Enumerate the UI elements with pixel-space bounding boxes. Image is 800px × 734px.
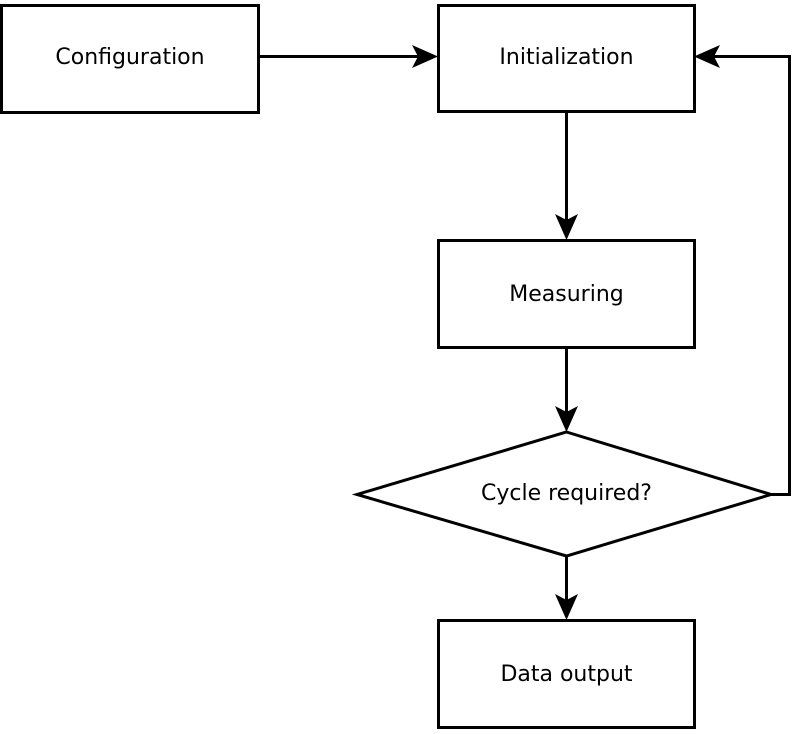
cycle-decision-label: Cycle required? xyxy=(481,481,652,506)
data-output-box[interactable] xyxy=(437,619,696,729)
data-output-label: Data output xyxy=(500,662,632,687)
configuration-label: Configuration xyxy=(55,45,204,70)
edge-initialization-to-measuring xyxy=(555,111,578,240)
node-data-output[interactable]: Data output xyxy=(437,619,696,729)
node-cycle-decision[interactable]: Cycle required? xyxy=(351,430,777,558)
arrow-head-icon xyxy=(555,214,578,240)
edge-cycle-decision-to-initialization-loop xyxy=(694,45,791,496)
cycle-decision-diamond[interactable] xyxy=(351,430,777,558)
node-measuring[interactable]: Measuring xyxy=(437,239,696,349)
measuring-label: Measuring xyxy=(509,282,623,307)
arrow-head-icon xyxy=(555,594,578,620)
edge-configuration-to-initialization xyxy=(259,45,438,68)
node-initialization[interactable]: Initialization xyxy=(437,4,696,113)
measuring-box[interactable] xyxy=(437,239,696,349)
configuration-box[interactable] xyxy=(0,4,260,114)
initialization-label: Initialization xyxy=(499,45,633,70)
arrow-head-icon xyxy=(412,45,438,68)
initialization-box[interactable] xyxy=(437,4,696,113)
edge-measuring-to-cycle-decision xyxy=(555,348,578,432)
arrow-head-icon xyxy=(555,406,578,432)
node-configuration[interactable]: Configuration xyxy=(0,4,260,114)
edge-cycle-decision-to-data-output xyxy=(555,556,578,620)
arrow-head-icon xyxy=(694,45,720,68)
